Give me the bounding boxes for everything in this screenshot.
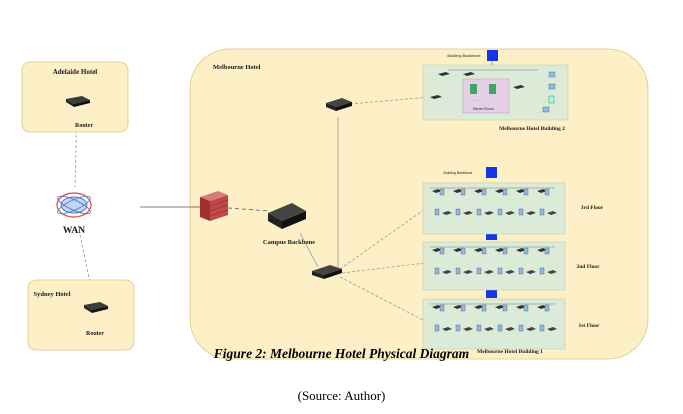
building2-backbone-label: Building Backbone xyxy=(447,53,481,58)
svg-text:········: ········ xyxy=(472,99,479,102)
building2-uplink-switch-icon xyxy=(326,98,352,111)
floor-devices xyxy=(430,187,557,332)
building1-backbone-switch-3rd xyxy=(486,167,497,178)
campus-backbone-label: Campus Backbone xyxy=(263,239,315,246)
adelaide-title: Adelaide Hotel xyxy=(53,68,98,76)
floor-label-2nd: 2nd Floor xyxy=(576,264,600,270)
firewall-icon xyxy=(200,191,229,221)
building2-title: Melbourne Hotel Building 2 xyxy=(499,126,565,132)
figure-source: (Source: Author) xyxy=(297,388,386,403)
sydney-router-icon xyxy=(84,302,108,313)
adelaide-site xyxy=(21,61,129,133)
floor-label-3rd: 3rd Floor xyxy=(581,205,604,211)
building1-backbone-label: Building Backbone xyxy=(444,171,473,175)
sydney-router-label: Router xyxy=(86,331,104,337)
building2-backbone-switch xyxy=(487,50,498,61)
wan-label: WAN xyxy=(63,226,85,236)
core-switch-icon xyxy=(312,265,342,279)
sydney-title: Sydney Hotel xyxy=(33,291,70,298)
melbourne-title: Melbourne Hotel xyxy=(213,64,261,71)
building1-title: Melbourne Hotel Building 1 xyxy=(477,349,543,355)
building2-area: Building Backbone Server Room ········ M… xyxy=(422,50,569,132)
sydney-site xyxy=(27,279,135,351)
building1-backbone-switch-2nd xyxy=(486,230,497,240)
server-icon xyxy=(470,84,477,94)
campus-backbone-router-icon xyxy=(268,203,306,229)
adelaide-router-icon xyxy=(66,96,90,107)
wan-globe-icon xyxy=(56,192,92,218)
server-room-label: Server Room xyxy=(473,107,494,111)
floor-label-1st: 1st Floor xyxy=(579,323,600,329)
building2-devices xyxy=(430,71,556,113)
server-icon xyxy=(489,84,496,94)
figure-caption: Figure 2: Melbourne Hotel Physical Diagr… xyxy=(213,346,470,361)
melbourne-site xyxy=(189,48,649,360)
building1-area: Building Backbone 3rd Floor 2nd Floor 1s… xyxy=(422,167,604,355)
building1-backbone-switch-1st xyxy=(486,288,497,298)
link-adelaide-wan xyxy=(74,104,78,188)
adelaide-router-label: Router xyxy=(75,123,93,129)
inner-links xyxy=(190,96,431,322)
